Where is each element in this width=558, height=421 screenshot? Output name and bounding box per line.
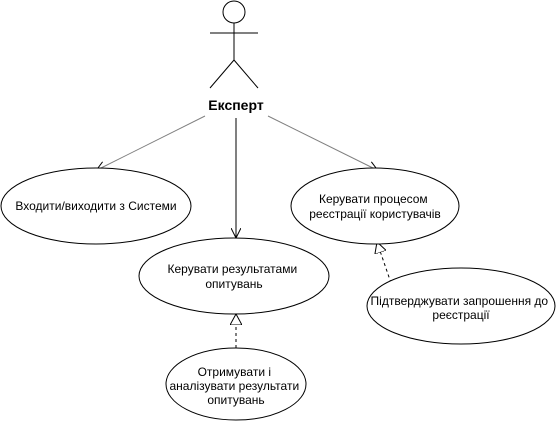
use-case-manage-registration-label: Керувати процесом реєстрації користувачі…	[309, 192, 441, 221]
actor-figure[interactable]	[209, 0, 259, 89]
use-case-manage-registration-ellipse	[290, 167, 460, 245]
use-case-login-ellipse	[0, 167, 192, 245]
association-manage-registration	[267, 115, 377, 170]
use-case-receive-analyze[interactable]: Отримувати і аналізувати результати опит…	[165, 347, 307, 421]
use-case-receive-analyze-line-3: опитувань	[207, 393, 264, 407]
use-case-manage-results-label: Керувати результатами опитувань	[168, 262, 301, 291]
use-case-login-label: Входити/виходити з Системи	[15, 199, 176, 213]
use-case-confirm-invitation-line-2: реєстрації	[432, 308, 490, 322]
actor-right-leg	[233, 59, 259, 89]
use-case-confirm-invitation-ellipse	[366, 267, 556, 345]
use-case-login-line-1: Входити/виходити з Системи	[15, 199, 176, 213]
use-case-confirm-invitation-line-1: Підтверджувати запрошення до	[371, 294, 549, 308]
use-case-manage-results-line-2: опитувань	[205, 277, 262, 291]
use-case-manage-results[interactable]: Керувати результатами опитувань	[138, 237, 330, 315]
use-case-manage-results-ellipse	[138, 237, 330, 315]
relation-confirm-to-registration	[377, 242, 392, 284]
association-login	[97, 115, 206, 170]
use-case-login[interactable]: Входити/виходити з Системи	[0, 167, 192, 245]
use-case-manage-registration-line-2: реєстрації користувачів	[309, 207, 441, 221]
use-case-receive-analyze-ellipse	[165, 347, 307, 421]
actor-name: Експерт	[208, 97, 264, 113]
use-case-receive-analyze-line-1: Отримувати і	[198, 365, 271, 379]
use-case-confirm-invitation[interactable]: Підтверджувати запрошення до реєстрації	[366, 267, 556, 345]
use-case-manage-registration-line-1: Керувати процесом	[319, 192, 428, 206]
use-case-manage-results-line-1: Керувати результатами	[168, 262, 298, 276]
use-case-receive-analyze-line-2: аналізувати результати	[169, 379, 299, 393]
use-case-manage-registration[interactable]: Керувати процесом реєстрації користувачі…	[290, 167, 460, 245]
use-case-receive-analyze-label: Отримувати і аналізувати результати опит…	[169, 365, 302, 407]
use-case-confirm-invitation-label: Підтверджувати запрошення до реєстрації	[371, 294, 552, 322]
actor-head	[222, 0, 246, 24]
actor-left-leg	[209, 59, 235, 89]
